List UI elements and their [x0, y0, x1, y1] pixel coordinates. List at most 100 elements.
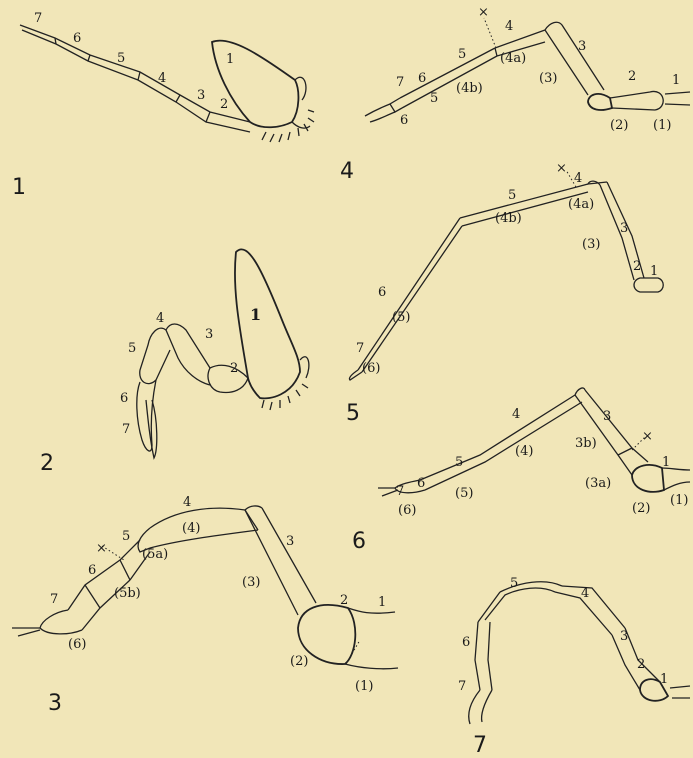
fig3-label-p5b: (5b) [114, 586, 141, 601]
figure-7: 1 2 3 4 5 6 7 7 [458, 576, 690, 758]
fig6-label-p5: (5) [455, 486, 473, 501]
fig1-label-3: 3 [197, 88, 205, 103]
fig6-label-7: 7 [396, 484, 404, 499]
fig4-seg-4b [400, 48, 497, 108]
fig6-label-5: 5 [455, 455, 463, 470]
figure-6: 1 3 3b) 4 5 6 7 (1) (2) (3a) (4) (5) (6)… [352, 388, 690, 554]
fig5-label-x: × [556, 161, 567, 176]
fig5-label-1: 1 [650, 264, 658, 279]
fig7-claw [469, 690, 492, 724]
fig6-label-p4: (4) [515, 444, 533, 459]
fig6-label-6: 6 [417, 476, 425, 491]
fig1-number: 1 [12, 175, 26, 200]
fig4-seg-1 [610, 91, 663, 110]
fig2-seg-4-5 [140, 328, 170, 383]
fig5-label-p5: (5) [392, 310, 410, 325]
fig2-label-6: 6 [120, 391, 128, 406]
fig4-label-6: 6 [418, 71, 426, 86]
fig4-seg-5 [390, 98, 402, 112]
fig2-base [300, 357, 309, 378]
fig3-label-2: 2 [340, 593, 348, 608]
fig5-joint [588, 181, 607, 185]
fig1-leg-lower [22, 30, 250, 132]
fig4-label-p3: (3) [539, 71, 557, 86]
fig7-label-7: 7 [458, 679, 466, 694]
fig5-label-p4a: (4a) [568, 197, 594, 212]
fig6-number: 6 [352, 529, 366, 554]
figure-3: 1 2 3 4 5 6 7 (1) (2) (3) (4) (5a) (5b) … [12, 495, 398, 716]
figure-1: 7 6 5 4 3 2 1 1 [12, 11, 314, 200]
fig3-base-line [348, 608, 395, 613]
fig6-label-p3a: (3a) [585, 476, 611, 491]
fig2-seg-2 [208, 365, 248, 392]
fig4-label-p4b: (4b) [456, 81, 483, 96]
fig3-label-1: 1 [378, 595, 386, 610]
fig5-seg-1 [634, 278, 663, 292]
fig5-label-4: 4 [574, 171, 582, 186]
fig6-seg-4-5 [420, 395, 582, 490]
fig7-label-5: 5 [510, 576, 518, 591]
fig1-coxa [212, 41, 298, 128]
fig3-joint-3-4 [245, 506, 262, 510]
fig2-seg-3 [166, 324, 210, 385]
fig3-claw [12, 628, 40, 636]
fig2-coxa [235, 249, 300, 398]
fig3-base-line-2 [345, 664, 398, 669]
fig6-label-4: 4 [512, 407, 520, 422]
fig3-label-p1: (1) [355, 679, 373, 694]
fig1-hairs [262, 110, 314, 142]
fig2-hairs [262, 384, 308, 410]
fig3-label-3: 3 [286, 534, 294, 549]
fig7-label-4: 4 [581, 586, 589, 601]
fig1-label-1: 1 [226, 52, 234, 67]
fig5-label-p6: (6) [362, 361, 380, 376]
fig5-label-5: 5 [508, 188, 516, 203]
fig3-label-p2: (2) [290, 654, 308, 669]
fig6-joint [575, 388, 585, 395]
fig3-label-p4: (4) [182, 521, 200, 536]
fig5-number: 5 [346, 401, 360, 426]
fig7-label-6: 6 [462, 635, 470, 650]
fig4-label-1: 1 [672, 73, 680, 88]
fig6-label-1: 1 [662, 455, 670, 470]
fig4-label-p1: (1) [653, 118, 671, 133]
fig6-label-p1: (1) [670, 493, 688, 508]
fig4-label-4: 4 [505, 19, 513, 34]
fig4-claw [365, 104, 395, 122]
fig4-base-lines [665, 92, 690, 105]
fig5-seg-5 [358, 218, 462, 372]
fig3-label-x: × [96, 541, 107, 556]
fig6-label-3: 3 [603, 409, 611, 424]
fig3-label-5: 5 [122, 529, 130, 544]
fig3-number: 3 [48, 691, 62, 716]
fig3-label-p5a: (5a) [142, 547, 168, 562]
fig1-label-5: 5 [117, 51, 125, 66]
fig7-label-1: 1 [660, 672, 668, 687]
fig5-label-7: 7 [356, 341, 364, 356]
fig7-seg-4 [555, 586, 625, 635]
fig7-label-3: 3 [620, 629, 628, 644]
fig5-label-p3: (3) [582, 237, 600, 252]
fig2-label-4: 4 [156, 311, 164, 326]
fig1-label-7: 7 [34, 11, 42, 26]
fig4-label-5b: 5 [430, 91, 438, 106]
fig4-label-5: 5 [458, 47, 466, 62]
fig4-x-dotted [484, 18, 496, 48]
fig2-label-7: 7 [122, 422, 130, 437]
fig4-label-2: 2 [628, 69, 636, 84]
fig3-seg-3 [245, 508, 316, 615]
figure-5: 1 2 3 4 5 6 7 (3) (4a) (4b) (5) (6) × 5 [346, 161, 663, 426]
fig3-label-6: 6 [88, 563, 96, 578]
fig6-label-p6: (6) [398, 503, 416, 518]
fig7-seg-6 [475, 622, 492, 690]
fig7-seg-5 [478, 582, 562, 622]
fig1-label-6: 6 [73, 31, 81, 46]
fig1-label-2: 2 [220, 97, 228, 112]
fig4-label-7: 7 [396, 75, 404, 90]
figure-4: 1 2 3 4 5 6 7 5 6 (1) (2) (3) (4a) (4b) … [340, 5, 690, 184]
fig5-label-6: 6 [378, 285, 386, 300]
fig6-label-p2: (2) [632, 501, 650, 516]
fig3-seg-4 [150, 508, 258, 548]
fig2-seg-6 [137, 380, 156, 451]
